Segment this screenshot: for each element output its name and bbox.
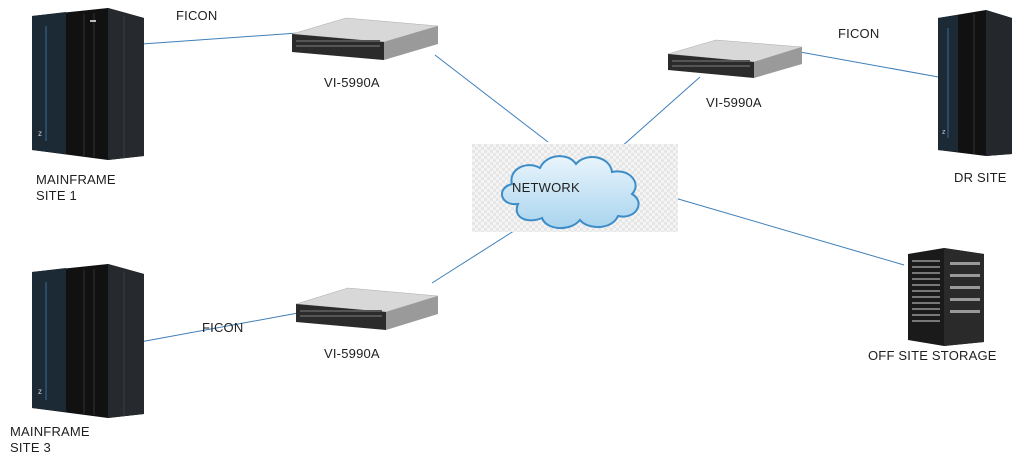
svg-text:z: z	[942, 129, 946, 136]
link-site3-appliance	[139, 312, 299, 343]
svg-text:z: z	[38, 387, 42, 396]
appliance-top-left-icon	[288, 16, 440, 64]
ficon-dr-label: FICON	[838, 26, 880, 41]
link-appliance-network-top-left	[434, 54, 549, 143]
ficon-site1-label: FICON	[176, 8, 218, 23]
link-site1-appliance	[141, 32, 299, 45]
link-appliance-dr	[799, 51, 945, 79]
appliance-bottom-icon	[292, 286, 440, 334]
mainframe-site1-icon: z	[24, 6, 146, 161]
appliance-top-right-icon	[664, 38, 804, 82]
appliance-top-left-label: VI-5990A	[324, 75, 380, 90]
storage-array-icon	[904, 246, 988, 346]
link-network-offsite	[667, 195, 905, 266]
svg-text:z: z	[38, 129, 42, 138]
appliance-bottom-label: VI-5990A	[324, 346, 380, 361]
link-network-appliance-bottom	[431, 221, 529, 284]
network-cloud-label: NETWORK	[512, 180, 580, 195]
appliance-top-right-label: VI-5990A	[706, 95, 762, 110]
offsite-storage-label: OFF SITE STORAGE	[868, 348, 997, 363]
network-cloud-icon	[472, 144, 678, 232]
dr-site-label: DR SITE	[954, 170, 1007, 185]
mainframe-site3-icon: z	[24, 262, 146, 420]
ficon-site3-label: FICON	[202, 320, 244, 335]
link-network-appliance-top-right	[619, 76, 701, 149]
dr-site-mainframe-icon: z	[934, 6, 1014, 158]
